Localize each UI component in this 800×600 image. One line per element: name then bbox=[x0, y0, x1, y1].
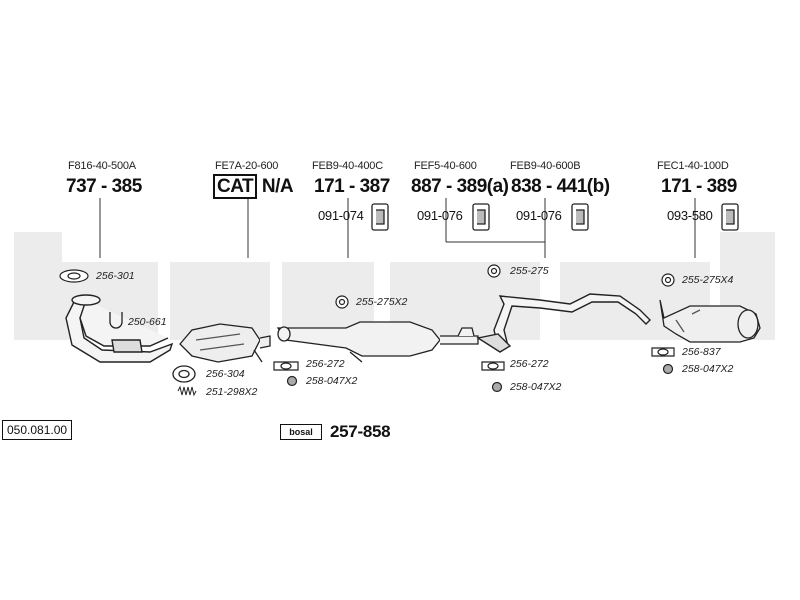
nut-258-047-c bbox=[662, 363, 674, 375]
nut-258-047-a bbox=[286, 375, 298, 387]
clamp-icon-3 bbox=[571, 203, 589, 231]
cat-label: CAT bbox=[213, 174, 258, 199]
clamp-icon-2 bbox=[472, 203, 490, 231]
diagram-reference: 050.081.00 bbox=[2, 420, 73, 440]
part-number-2-value: N/A bbox=[261, 176, 294, 197]
hanger-255-275x2 bbox=[335, 295, 349, 309]
callout-256-304: 256-304 bbox=[206, 368, 245, 380]
clamp-number-2: 091-076 bbox=[417, 208, 463, 223]
callout-258-047x2-a: 258-047X2 bbox=[306, 375, 358, 387]
oe-number-1: F816-40-500A bbox=[68, 160, 136, 172]
callout-258-047x2-b: 258-047X2 bbox=[510, 381, 562, 393]
clamp-number-3: 091-076 bbox=[516, 208, 562, 223]
callout-256-837: 256-837 bbox=[682, 346, 721, 358]
clamp-number-1: 091-074 bbox=[318, 208, 364, 223]
callout-256-272-b: 256-272 bbox=[510, 358, 549, 370]
callout-250-661: 250-661 bbox=[128, 316, 167, 328]
hanger-255-275x4 bbox=[661, 273, 675, 287]
part-number-6: 171 - 389 bbox=[661, 176, 737, 197]
callout-258-047x2-c: 258-047X2 bbox=[682, 363, 734, 375]
oe-number-4: FEF5-40-600 bbox=[414, 160, 477, 172]
oe-number-5: FEB9-40-600B bbox=[510, 160, 581, 172]
oe-number-3: FEB9-40-400C bbox=[312, 160, 383, 172]
bosal-kit-logo: bosal bbox=[280, 424, 322, 440]
middle-silencer bbox=[276, 321, 479, 363]
ring-256-304 bbox=[172, 365, 196, 383]
rear-silencer bbox=[659, 299, 761, 343]
part-number-2: CAT N/A bbox=[213, 174, 294, 199]
catalytic-converter bbox=[179, 323, 271, 363]
kit-part-number: 257-858 bbox=[330, 422, 391, 441]
clamp-icon-1 bbox=[371, 203, 389, 231]
nut-258-047-b bbox=[491, 381, 503, 393]
oe-number-2: FE7A-20-600 bbox=[215, 160, 279, 172]
gasket-256-837 bbox=[651, 347, 675, 357]
callout-255-275x4: 255-275X4 bbox=[682, 274, 734, 286]
callout-255-275x2: 255-275X2 bbox=[356, 296, 408, 308]
part-number-5: 838 - 441(b) bbox=[511, 176, 610, 197]
hanger-255-275 bbox=[487, 264, 501, 278]
part-number-1: 737 - 385 bbox=[66, 176, 142, 197]
gasket-256-301 bbox=[59, 269, 89, 283]
gasket-256-272-a bbox=[273, 361, 299, 371]
springs-251-298 bbox=[177, 385, 197, 397]
oe-number-6: FEC1-40-100D bbox=[657, 160, 729, 172]
callout-256-301: 256-301 bbox=[96, 270, 135, 282]
clamp-icon-4 bbox=[721, 203, 739, 231]
callout-255-275: 255-275 bbox=[510, 265, 549, 277]
clamp-number-4: 093-580 bbox=[667, 208, 713, 223]
u-bolt-250-661 bbox=[109, 312, 123, 329]
part-number-3: 171 - 387 bbox=[314, 176, 390, 197]
gasket-256-272-b bbox=[481, 361, 505, 371]
rear-pipe bbox=[476, 293, 651, 353]
part-number-4: 887 - 389(a) bbox=[411, 176, 509, 197]
callout-251-298x2: 251-298X2 bbox=[206, 386, 258, 398]
callout-256-272-a: 256-272 bbox=[306, 358, 345, 370]
leader-lines bbox=[99, 198, 696, 258]
front-pipe bbox=[65, 294, 174, 363]
